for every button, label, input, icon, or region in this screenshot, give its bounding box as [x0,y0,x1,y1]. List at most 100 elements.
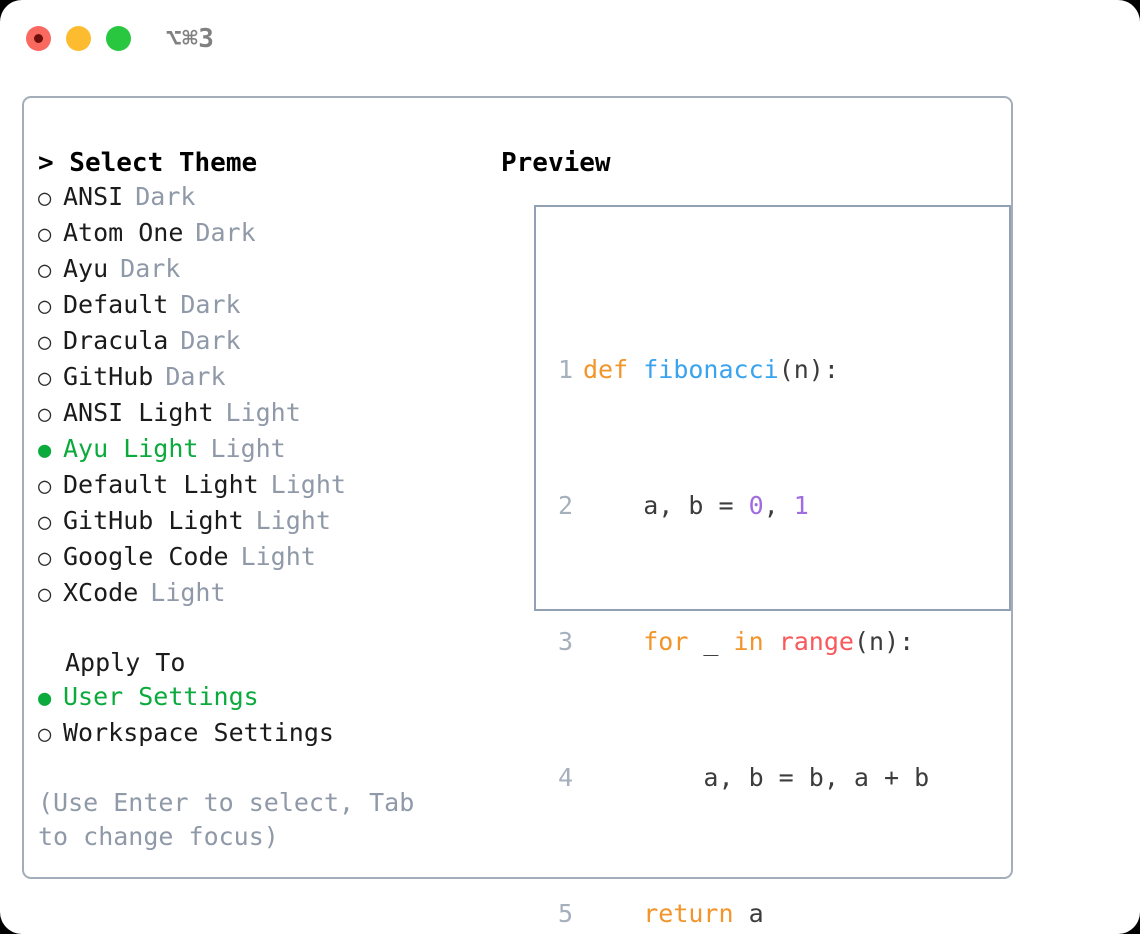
theme-variant-tag: Dark [165,362,226,391]
theme-variant-tag: Dark [135,182,196,211]
radio-icon-selected: ● [38,438,52,463]
radio-icon: ○ [38,722,52,747]
radio-icon: ○ [38,402,52,427]
code-token: range [778,627,854,656]
code-line: 1 def fibonacci(n): [549,353,959,387]
code-content: a, b = b, a + b [583,761,929,795]
list-item[interactable]: ○ ANSI Dark [38,180,488,216]
traffic-lights [26,26,131,51]
keyboard-shortcut-label: ⌥⌘3 [166,24,215,54]
code-token: (n): [853,627,915,656]
code-token [583,627,643,656]
list-item[interactable]: ○ Atom One Dark [38,216,488,252]
line-number: 3 [557,627,573,656]
code-line: 4 a, b = b, a + b [549,761,959,795]
code-token: a [733,899,764,928]
list-item[interactable]: ○ ANSI Light Light [38,396,488,432]
apply-to-option-label: User Settings [63,682,259,711]
theme-name: Google Code [63,542,229,571]
theme-name: ANSI [63,182,124,211]
code-line: 5 return a [549,897,959,931]
theme-name: Default Light [63,470,259,499]
code-token: , [763,491,794,520]
theme-name: Ayu Light [63,434,199,463]
theme-picker-panel: > Select Theme ○ ANSI Dark ○ Atom One Da… [38,146,488,854]
radio-icon: ○ [38,258,52,283]
list-item[interactable]: ○ Dracula Dark [38,324,488,360]
theme-name: ANSI Light [63,398,214,427]
list-item[interactable]: ○ Default Light Light [38,468,488,504]
preview-panel: Preview 1 def fibonacci(n): 2 a, b = 0, … [501,146,1011,928]
code-token: 1 [793,491,809,520]
apply-to-title: Apply To [65,648,186,677]
list-item[interactable]: ○ XCode Light [38,576,488,612]
theme-variant-tag: Dark [120,254,181,283]
radio-icon: ○ [38,222,52,247]
code-line: 2 a, b = 0, 1 [549,489,959,523]
apply-to-section: Apply To ● User Settings ○ Workspace Set… [38,646,488,752]
apply-to-option-user[interactable]: ● User Settings [38,680,488,716]
code-token: def [583,355,644,384]
code-token: a, b = [583,491,749,520]
theme-variant-tag: Light [255,506,331,535]
theme-name: Atom One [63,218,184,247]
preview-title: Preview [501,148,611,178]
line-number: 2 [557,491,573,520]
code-content: def fibonacci(n): [583,353,839,387]
radio-icon: ○ [38,366,52,391]
line-number: 4 [557,763,573,792]
list-item[interactable]: ○ GitHub Light Light [38,504,488,540]
code-token [764,627,779,656]
code-token: (n): [778,355,839,384]
list-item[interactable]: ○ GitHub Dark [38,360,488,396]
maximize-button[interactable] [106,26,131,51]
preview-box: 1 def fibonacci(n): 2 a, b = 0, 1 3 for … [534,205,1011,928]
theme-name: GitHub Light [63,506,244,535]
code-token: fibonacci [643,355,779,384]
list-item[interactable]: ○ Default Dark [38,288,488,324]
radio-icon: ○ [38,294,52,319]
keyboard-hint-text: (Use Enter to select, Tab to change focu… [38,788,430,851]
title-bar: ⌥⌘3 [0,0,1140,80]
code-sample: 1 def fibonacci(n): 2 a, b = 0, 1 3 for … [549,251,959,934]
code-token: for [643,627,689,656]
theme-variant-tag: Dark [180,326,241,355]
theme-name: Ayu [63,254,109,283]
theme-variant-tag: Dark [180,290,241,319]
apply-to-option-label: Workspace Settings [63,718,334,747]
radio-icon: ○ [38,510,52,535]
content-card: > Select Theme ○ ANSI Dark ○ Atom One Da… [22,96,1013,928]
radio-icon: ○ [38,582,52,607]
list-item[interactable]: ○ Ayu Dark [38,252,488,288]
theme-name: Dracula [63,326,169,355]
radio-icon: ○ [38,186,52,211]
theme-variant-tag: Light [240,542,316,571]
line-number: 1 [557,355,573,384]
radio-icon: ○ [38,330,52,355]
code-token: in [733,627,764,656]
code-token: a, b = b, a + b [583,763,930,792]
code-line: 3 for _ in range(n): [549,625,959,659]
line-number: 5 [557,899,573,928]
code-token: return [643,899,734,928]
theme-variant-tag: Light [225,398,301,427]
code-token: _ [688,627,734,656]
apply-to-option-workspace[interactable]: ○ Workspace Settings [38,716,488,752]
radio-icon-selected: ● [38,686,52,711]
radio-icon: ○ [38,546,52,571]
theme-variant-tag: Light [270,470,346,499]
theme-name: XCode [63,578,139,607]
theme-variant-tag: Dark [195,218,256,247]
code-content: a, b = 0, 1 [583,489,809,523]
page-title: > Select Theme [38,148,258,178]
theme-list[interactable]: ○ ANSI Dark ○ Atom One Dark ○ Ayu Dark [38,180,488,612]
list-item[interactable]: ○ Google Code Light [38,540,488,576]
minimize-button[interactable] [66,26,91,51]
theme-name: Default [63,290,169,319]
theme-variant-tag: Light [210,434,286,463]
radio-icon: ○ [38,474,52,499]
list-item-selected[interactable]: ● Ayu Light Light [38,432,488,468]
close-button[interactable] [26,26,51,51]
code-content: for _ in range(n): [583,625,914,659]
